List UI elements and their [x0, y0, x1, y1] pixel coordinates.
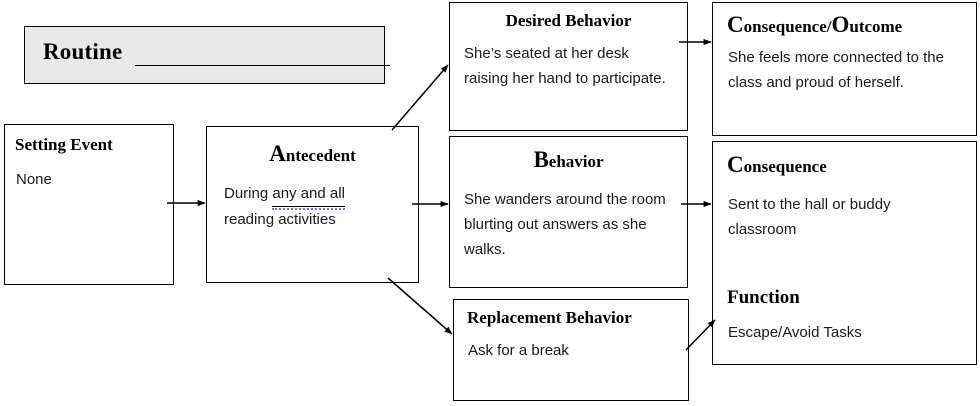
- consequence-title: Consequence: [727, 152, 827, 178]
- desired-behavior-title: Desired Behavior: [505, 11, 632, 30]
- routine-blank-line[interactable]: [135, 65, 390, 66]
- behavior-dropcap: B: [533, 147, 549, 172]
- setting-event-body: None: [16, 171, 52, 188]
- behavior-box: Behavior She wanders around the room blu…: [449, 136, 688, 288]
- antecedent-body-suffix: reading activities: [224, 211, 336, 228]
- antecedent-title-rest: ntecedent: [285, 146, 356, 165]
- consequence-outcome-body: She feels more connected to the class an…: [728, 49, 944, 91]
- behavior-body: She wanders around the room blurting out…: [464, 191, 666, 258]
- consequence-outcome-title-mid: onsequence/: [743, 17, 832, 36]
- replacement-behavior-box: Replacement Behavior Ask for a break: [453, 299, 689, 401]
- setting-event-title: Setting Event: [15, 135, 113, 154]
- replacement-behavior-body: Ask for a break: [468, 342, 569, 359]
- consequence-outcome-title-rest: utcome: [849, 17, 903, 36]
- antecedent-body-prefix: During: [224, 185, 273, 202]
- routine-box: Routine: [24, 26, 390, 84]
- consequence-function-box: Consequence Sent to the hall or buddy cl…: [712, 141, 977, 365]
- desired-behavior-body: She’s seated at her desk raising her han…: [464, 45, 666, 87]
- arrow-antecedent-to-desired: [391, 64, 449, 131]
- consequence-outcome-dropcap-2: O: [831, 12, 850, 37]
- routine-label: Routine: [43, 39, 123, 64]
- consequence-dropcap: C: [727, 152, 744, 177]
- arrow-antecedent-to-replacement: [387, 277, 453, 335]
- behavior-title-rest: ehavior: [548, 152, 604, 171]
- function-title: Function: [727, 287, 800, 308]
- antecedent-dropcap: A: [269, 141, 286, 166]
- consequence-body: Sent to the hall or buddy classroom: [728, 196, 891, 238]
- arrow-replacement-to-function: [685, 319, 716, 351]
- behavior-title: Behavior: [450, 147, 687, 173]
- replacement-behavior-title: Replacement Behavior: [467, 308, 632, 327]
- setting-event-box: Setting Event None: [4, 124, 174, 285]
- function-body: Escape/Avoid Tasks: [728, 324, 862, 341]
- consequence-outcome-box: Consequence/Outcome She feels more conne…: [712, 2, 977, 136]
- consequence-title-rest: onsequence: [743, 157, 827, 176]
- desired-behavior-box: Desired Behavior She’s seated at her des…: [449, 2, 688, 131]
- antecedent-title: Antecedent: [207, 141, 418, 167]
- antecedent-body-highlight: any and all: [272, 181, 345, 210]
- consequence-outcome-dropcap: C: [727, 12, 744, 37]
- consequence-outcome-title: Consequence/Outcome: [727, 12, 902, 38]
